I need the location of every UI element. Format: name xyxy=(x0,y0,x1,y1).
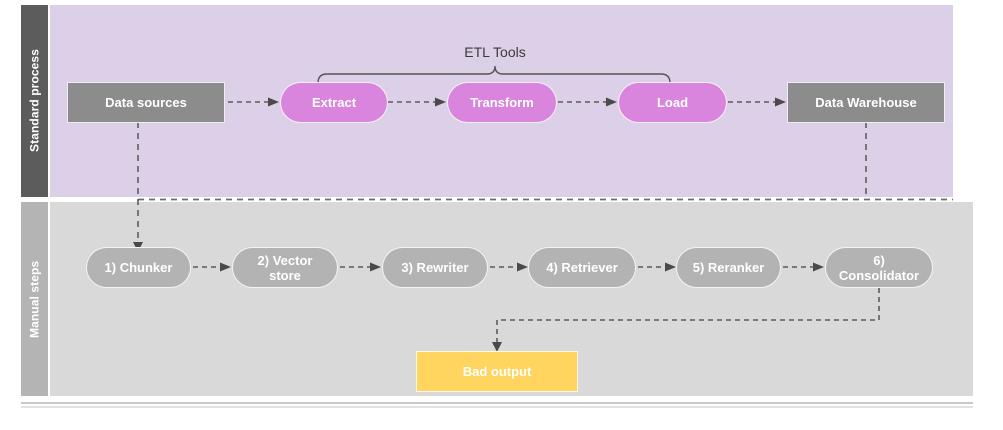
node-load[interactable]: Load xyxy=(618,82,727,123)
node-extract-label: Extract xyxy=(311,95,357,110)
node-consolidator-label: 6) Consolidator xyxy=(838,252,920,283)
node-bad-output[interactable]: Bad output xyxy=(416,351,578,392)
node-transform[interactable]: Transform xyxy=(447,82,557,123)
etl-tools-label: ETL Tools xyxy=(464,44,526,60)
lane-header-manual-steps: Manual steps xyxy=(21,202,48,396)
node-reranker-label: 5) Reranker xyxy=(692,260,765,275)
node-data-sources[interactable]: Data sources xyxy=(67,82,225,123)
footer-divider-secondary xyxy=(21,406,973,408)
node-vector-store-label: 2) Vector store xyxy=(257,252,313,283)
footer-divider-primary xyxy=(21,402,973,404)
node-extract[interactable]: Extract xyxy=(280,82,388,123)
node-data-warehouse-label: Data Warehouse xyxy=(815,95,917,110)
node-rewriter[interactable]: 3) Rewriter xyxy=(382,247,488,288)
lane-header-manual-steps-label: Manual steps xyxy=(27,260,42,338)
node-chunker[interactable]: 1) Chunker xyxy=(86,247,191,288)
node-data-warehouse[interactable]: Data Warehouse xyxy=(787,82,945,123)
node-transform-label: Transform xyxy=(470,95,534,110)
node-rewriter-label: 3) Rewriter xyxy=(401,260,469,275)
node-chunker-label: 1) Chunker xyxy=(104,260,173,275)
node-load-label: Load xyxy=(656,95,689,110)
node-retriever[interactable]: 4) Retriever xyxy=(528,247,636,288)
node-data-sources-label: Data sources xyxy=(105,95,187,110)
node-retriever-label: 4) Retriever xyxy=(546,260,618,275)
lane-header-standard-process-label: Standard process xyxy=(27,49,42,153)
node-consolidator[interactable]: 6) Consolidator xyxy=(825,247,933,288)
node-bad-output-label: Bad output xyxy=(462,364,532,379)
node-reranker[interactable]: 5) Reranker xyxy=(676,247,781,288)
lane-header-standard-process: Standard process xyxy=(21,5,48,197)
node-vector-store[interactable]: 2) Vector store xyxy=(232,247,338,288)
